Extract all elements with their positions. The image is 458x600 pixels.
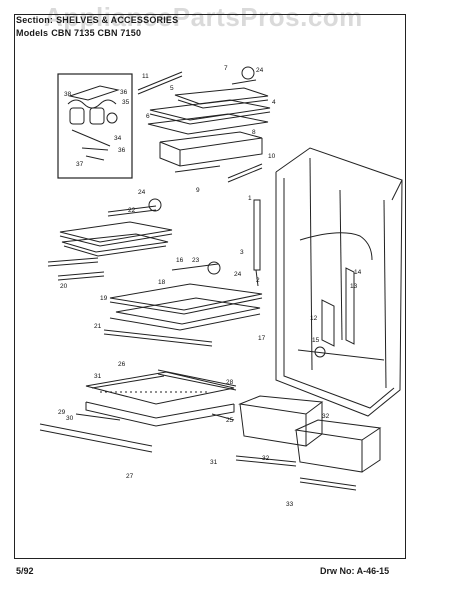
model-key: Models — [16, 28, 49, 38]
watermark: AppliancePartsPros.com — [44, 2, 363, 32]
revision-date: 5/92 — [16, 566, 34, 576]
callout-37: 37 — [76, 161, 84, 168]
callout-16: 16 — [176, 257, 184, 264]
callout-32-b: 32 — [262, 455, 270, 462]
section-heading: Section:SHELVES & ACCESSORIES — [16, 15, 178, 25]
callout-19: 19 — [100, 295, 108, 302]
callout-18: 18 — [158, 279, 166, 286]
callout-28: 28 — [226, 379, 234, 386]
section-key: Section: — [16, 15, 54, 25]
refrigerator-cabinet — [275, 147, 403, 417]
callout-17: 17 — [258, 335, 266, 342]
lower-shelf-assembly — [103, 261, 263, 347]
callout-36: 36 — [120, 89, 128, 96]
callout-3: 3 — [240, 249, 244, 256]
callout-5: 5 — [170, 85, 174, 92]
middle-shelf-assembly — [47, 198, 173, 281]
callout-20: 20 — [60, 283, 68, 290]
callout-2: 2 — [256, 277, 260, 284]
callout-8: 8 — [252, 129, 256, 136]
upper-shelf-assembly — [137, 66, 271, 183]
callout-10: 10 — [268, 153, 276, 160]
callout-9: 9 — [196, 187, 200, 194]
callout-15: 15 — [312, 337, 320, 344]
callout-12: 12 — [310, 315, 318, 322]
callout-36-b: 36 — [118, 147, 126, 154]
callout-11: 11 — [142, 73, 149, 80]
drawing-number-key: Drw No: — [320, 566, 355, 576]
callout-32: 32 — [322, 413, 330, 420]
callout-24-c: 24 — [234, 271, 242, 278]
callout-14: 14 — [354, 269, 362, 276]
callout-22: 22 — [128, 207, 136, 214]
callout-33: 33 — [286, 501, 294, 508]
callout-23: 23 — [192, 257, 200, 264]
callout-27: 27 — [126, 473, 134, 480]
crisper-cover-assembly — [39, 369, 237, 453]
drawing-number-value: A-46-15 — [356, 566, 390, 576]
section-value: SHELVES & ACCESSORIES — [56, 15, 179, 25]
model-value: CBN 7135 CBN 7150 — [51, 28, 142, 38]
callout-6: 6 — [146, 113, 150, 120]
callout-7: 7 — [224, 65, 228, 72]
callout-21: 21 — [94, 323, 102, 330]
drawing-number: Drw No: A-46-15 — [320, 566, 389, 576]
callout-13: 13 — [350, 283, 358, 290]
diagram-frame — [14, 14, 406, 559]
callout-31-b: 31 — [210, 459, 218, 466]
crisper-drawers — [235, 395, 382, 491]
callout-4: 4 — [272, 99, 276, 106]
callout-38: 38 — [64, 91, 72, 98]
callout-24-b: 24 — [138, 189, 146, 196]
callout-31: 31 — [94, 373, 102, 380]
callout-35: 35 — [122, 99, 130, 106]
callout-24: 24 — [256, 67, 264, 74]
callout-25: 25 — [226, 417, 234, 424]
adjuster-inset — [57, 73, 133, 179]
callout-29: 29 — [58, 409, 66, 416]
callout-26: 26 — [118, 361, 126, 368]
callout-34: 34 — [114, 135, 122, 142]
cabinet-rail — [253, 199, 261, 287]
callout-30: 30 — [66, 415, 74, 422]
callout-1: 1 — [248, 195, 252, 202]
